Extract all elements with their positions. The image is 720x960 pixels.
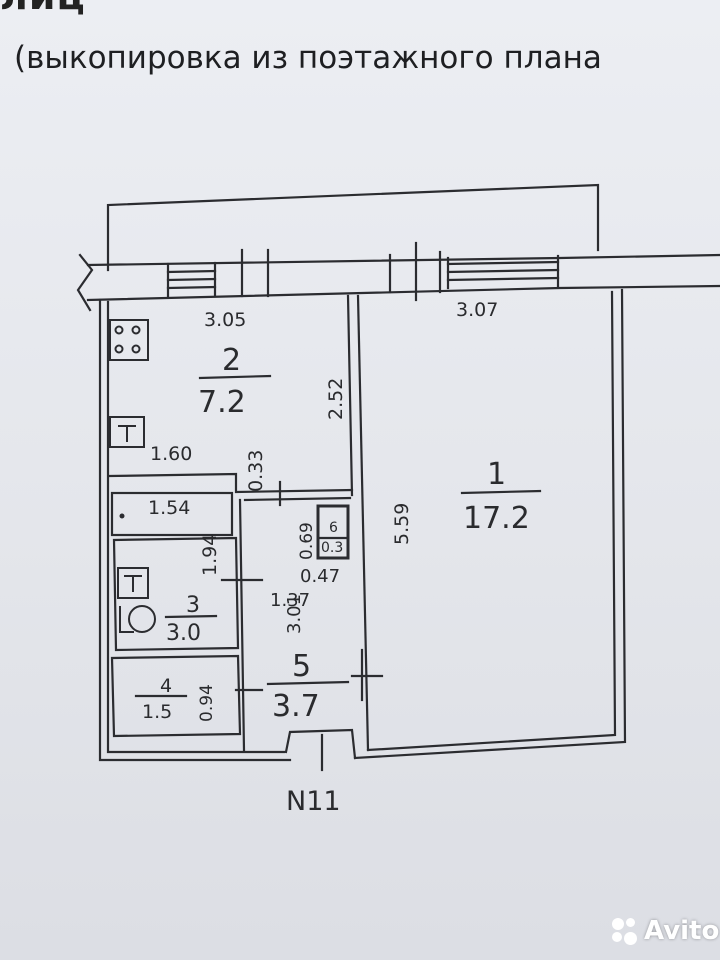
dim-bath-width: 1.54 xyxy=(148,497,190,519)
avito-watermark-text: Avito xyxy=(644,916,720,946)
room-6-number: 6 xyxy=(329,520,338,536)
dim-kitchen-depth: 2.52 xyxy=(325,378,347,420)
bathroom-3-outline xyxy=(112,536,240,652)
closet-6-outline xyxy=(316,504,350,560)
dim-bath-depth: 1.94 xyxy=(199,534,221,576)
wall-hall-room xyxy=(356,294,370,752)
fraction-bar-room-2 xyxy=(198,374,272,380)
plan-caption: (выкопировка из поэтажного плана xyxy=(14,40,602,76)
dim-wc-depth: 0.94 xyxy=(197,684,217,722)
dim-partition-gap: 0.33 xyxy=(245,450,267,492)
fraction-bar-room-3 xyxy=(164,614,218,619)
room-1-area: 17.2 xyxy=(463,501,530,536)
stove-icon xyxy=(109,319,149,361)
exterior-wall-line-bottom xyxy=(86,284,720,302)
room-4-area: 1.5 xyxy=(142,701,172,723)
room-3-area: 3.0 xyxy=(166,621,201,646)
drain-dot-icon xyxy=(119,513,125,519)
room-2-number: 2 xyxy=(222,343,241,378)
room-5-area: 3.7 xyxy=(272,689,320,724)
room-2-area: 7.2 xyxy=(198,385,246,420)
wall-hall-top xyxy=(243,496,352,502)
room-5-number: 5 xyxy=(292,649,311,684)
wall-kitchen-room xyxy=(346,294,354,497)
dim-kitchen-counter: 1.60 xyxy=(150,443,192,465)
dim-closet-width: 0.47 xyxy=(300,566,340,587)
fraction-bar-room-1 xyxy=(460,489,542,495)
bath-top-block xyxy=(110,491,234,537)
room-4-number: 4 xyxy=(160,675,172,697)
window-right xyxy=(446,254,560,290)
outer-wall-left-bottom xyxy=(98,298,292,762)
outer-wall-right-bottom-inner xyxy=(366,290,617,752)
cropped-heading-fragment: лиц xyxy=(0,0,86,18)
avito-watermark: Avito xyxy=(612,916,719,946)
room-3-number: 3 xyxy=(186,593,200,618)
avito-logo-icon xyxy=(612,917,640,945)
dim-hall-width: 1.37 xyxy=(270,590,310,611)
fraction-bar-room-5 xyxy=(266,680,350,686)
kitchen-sink-icon xyxy=(109,416,145,448)
entrance-niche xyxy=(284,728,357,760)
dim-closet-depth: 0.69 xyxy=(297,522,317,560)
apartment-number: N11 xyxy=(286,786,341,817)
dim-room-width: 3.07 xyxy=(456,299,498,321)
room-6-area: 0.3 xyxy=(321,540,343,556)
dim-room-depth: 5.59 xyxy=(391,503,413,545)
exterior-wall-line-top xyxy=(86,253,720,267)
toilet-icon xyxy=(119,605,156,633)
wall-kitchen-bottom xyxy=(108,472,354,494)
washbasin-icon xyxy=(117,567,149,599)
dim-kitchen-width: 3.05 xyxy=(204,309,246,331)
balcony-outline xyxy=(106,183,600,272)
window-left xyxy=(166,261,217,298)
wc-4-outline xyxy=(110,654,242,738)
wall-bath-hall xyxy=(238,498,246,752)
outer-wall-right-bottom xyxy=(353,288,627,760)
dim-hall-depth: 3.01 xyxy=(284,594,305,634)
outer-wall-left-bottom-inner xyxy=(106,300,286,754)
room-1-number: 1 xyxy=(487,457,506,492)
wall-break-symbol xyxy=(76,253,94,312)
